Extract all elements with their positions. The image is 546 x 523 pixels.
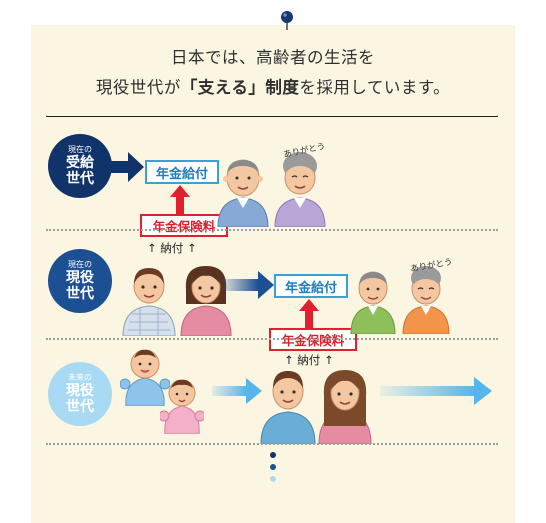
row2-payment-label: ↑ 納付 ↑ (284, 353, 334, 367)
title-line-2: 現役世代が「支える」制度を採用しています。 (95, 78, 451, 97)
row2-arrow-icon (222, 271, 274, 299)
elderly-man-illustration (217, 159, 269, 227)
badge-current-recipients: 現在の 受給 世代 (48, 134, 112, 198)
row3-arrow-icon (212, 378, 262, 404)
row1-payment-label: ↑ 納付 ↑ (147, 241, 197, 255)
row2-premium-label: 年金保険料 (269, 328, 357, 351)
elderly-woman-illustration-2 (402, 266, 450, 334)
row-divider-2 (46, 338, 498, 340)
badge-future-workers: 未来の 現役 世代 (48, 362, 112, 426)
continuation-dot-2 (270, 464, 276, 470)
row-divider-3 (46, 443, 498, 445)
baby-boy-illustration (120, 349, 170, 406)
continuation-dot-3 (270, 476, 276, 482)
row1-benefit-label: 年金給付 (145, 160, 219, 184)
pin-icon (281, 11, 293, 30)
elderly-woman-illustration (274, 152, 326, 227)
row1-up-arrow-icon (170, 185, 190, 215)
badge-current-workers: 現在の 現役 世代 (48, 249, 112, 313)
row1-arrow-icon (110, 152, 144, 182)
working-man-illustration (122, 268, 176, 336)
title-emphasis: 「支える」制度 (180, 78, 300, 97)
title-divider (46, 116, 498, 117)
working-woman-illustration (180, 266, 232, 336)
row-divider-1 (46, 229, 498, 231)
row3-future-arrow-icon (380, 377, 492, 405)
row2-benefit-label: 年金給付 (274, 274, 348, 298)
title-line-1: 日本では、高齢者の生活を (171, 48, 375, 67)
future-woman-illustration (318, 370, 372, 444)
future-man-illustration (260, 371, 316, 444)
row2-up-arrow-icon (299, 299, 319, 329)
baby-girl-illustration (160, 379, 204, 434)
elderly-man-illustration-2 (350, 271, 396, 334)
continuation-dot-1 (270, 452, 276, 458)
